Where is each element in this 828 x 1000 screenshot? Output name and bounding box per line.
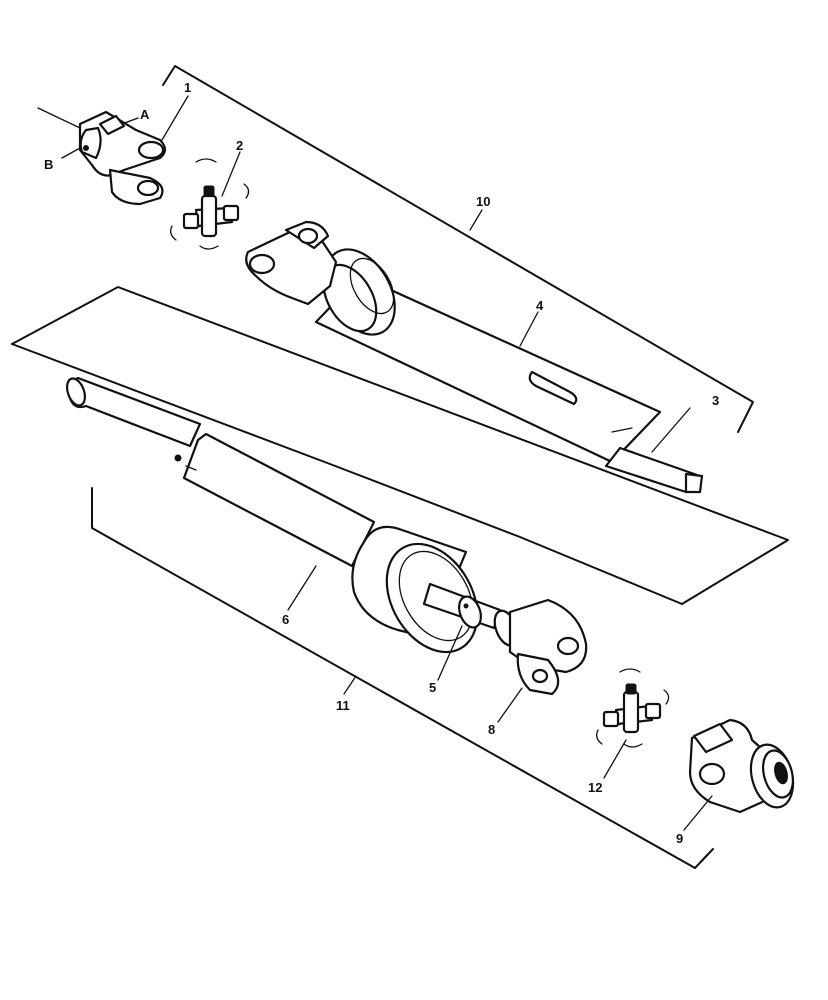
callout-12: 12 [588, 780, 602, 795]
callout-labels: 1 2 3 4 5 6 8 9 10 11 12 A B [44, 80, 719, 846]
callout-1: 1 [184, 80, 191, 95]
callout-5: 5 [429, 680, 436, 695]
part-2-universal-joint-cross [170, 158, 250, 250]
part-8-yoke-and-shaft [422, 582, 588, 696]
callout-11: 11 [336, 698, 350, 713]
callout-2: 2 [236, 138, 243, 153]
inner-profile-tube [65, 376, 202, 462]
callout-leaders [61, 95, 713, 831]
part-4-outer-tube [245, 220, 662, 464]
bracket-11 [91, 487, 714, 869]
bracket-10 [162, 65, 754, 433]
callout-4: 4 [536, 298, 544, 313]
part-6-lower-tube [182, 432, 479, 654]
callout-8: 8 [488, 722, 495, 737]
part-12-universal-joint-cross [596, 668, 670, 748]
callout-6: 6 [282, 612, 289, 627]
part-9-splined-yoke [688, 718, 795, 814]
callout-3: 3 [712, 393, 719, 408]
callout-10: 10 [476, 194, 490, 209]
callout-9: 9 [676, 831, 683, 846]
tube-outline-frame [11, 286, 789, 605]
callout-b: B [44, 157, 53, 172]
part-1-yoke [78, 110, 167, 206]
axis-leader-line [37, 107, 81, 129]
part-3-inner-shaft [604, 446, 704, 494]
callout-a: A [140, 107, 150, 122]
